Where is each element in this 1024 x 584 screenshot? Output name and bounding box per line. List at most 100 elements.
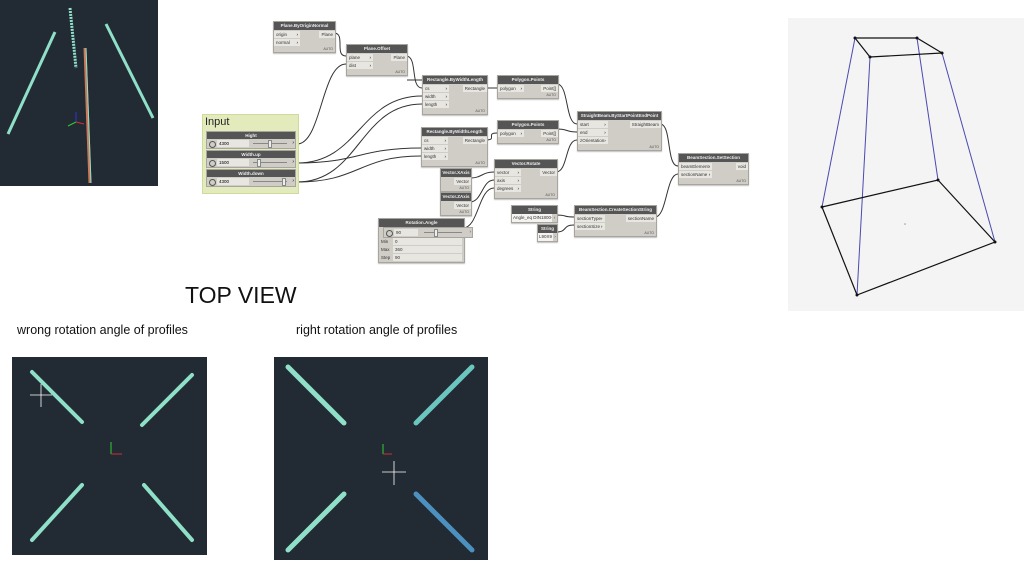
- step-input[interactable]: 90: [393, 254, 462, 261]
- input-port[interactable]: sectionType: [575, 215, 605, 222]
- node-title: Plane.Offset: [347, 45, 407, 53]
- input-port[interactable]: origin: [274, 31, 300, 38]
- input-port[interactable]: cs: [423, 85, 449, 92]
- output-port[interactable]: Vector: [454, 202, 471, 209]
- slider-width-down[interactable]: Width.down 4300 ›: [206, 169, 296, 187]
- axis-gizmo-icon: [382, 444, 392, 455]
- expand-icon[interactable]: [386, 229, 393, 237]
- lacing-label: AUTO: [736, 179, 746, 183]
- string-value[interactable]: L90X9: [538, 233, 553, 241]
- node-title: BeamSection.CreateSectionString: [575, 206, 656, 214]
- slider-value[interactable]: 4300: [217, 178, 249, 185]
- wire: [556, 128, 578, 133]
- input-port[interactable]: length: [422, 153, 448, 160]
- wire: [333, 32, 347, 57]
- slider-value[interactable]: 1500: [217, 159, 249, 166]
- expand-icon[interactable]: [209, 159, 216, 167]
- output-port[interactable]: Plane: [319, 31, 335, 38]
- viewport-3d-perspective[interactable]: [0, 0, 158, 186]
- node-beam[interactable]: StraightBeam.ByStartPointEndPointstarten…: [577, 111, 662, 151]
- node-rect1[interactable]: Rectangle.ByWidthLengthcswidthlengthRect…: [422, 75, 488, 115]
- input-port[interactable]: polygon: [498, 130, 524, 137]
- output-port[interactable]: StraightBeam: [629, 121, 661, 128]
- viewport-top-wrong[interactable]: [12, 357, 207, 555]
- output-port[interactable]: Point[]: [541, 130, 558, 137]
- input-port[interactable]: width: [422, 145, 448, 152]
- input-port[interactable]: zOrientation: [578, 137, 608, 144]
- expand-icon[interactable]: [209, 178, 216, 186]
- slider-value[interactable]: 4300: [217, 140, 249, 147]
- lacing-label: AUTO: [395, 70, 405, 74]
- output-port[interactable]: Vector: [540, 169, 557, 176]
- input-port[interactable]: plane: [347, 54, 373, 61]
- input-port[interactable]: vector: [495, 169, 521, 176]
- lacing-label: AUTO: [323, 47, 333, 51]
- input-port[interactable]: dist: [347, 62, 373, 69]
- node-title: Vector.ZAxis: [441, 193, 471, 201]
- string-value[interactable]: Angle_eq DIN1800-1: [512, 214, 552, 222]
- input-port[interactable]: degrees: [495, 185, 521, 192]
- node-title: Vector.Rotate: [495, 160, 557, 168]
- input-port[interactable]: beamElement: [679, 163, 713, 170]
- output-arrow-icon: ›: [469, 229, 472, 234]
- slider-width-up[interactable]: Width.up 1500 ›: [206, 150, 296, 168]
- node-setsection[interactable]: BeamSection.SetSectionbeamElementsection…: [678, 153, 749, 185]
- slider-thumb[interactable]: [257, 159, 262, 167]
- slider-thumb[interactable]: [268, 140, 273, 148]
- string-node-section-size[interactable]: String L90X9›: [537, 224, 558, 242]
- output-port[interactable]: Rectangle: [462, 137, 487, 144]
- output-port[interactable]: Plane: [391, 54, 407, 61]
- beams-perspective: [6, 7, 155, 184]
- lacing-label: AUTO: [546, 93, 556, 97]
- lacing-label: AUTO: [459, 186, 469, 190]
- input-port[interactable]: sectionSize: [575, 223, 605, 230]
- expand-icon[interactable]: [209, 140, 216, 148]
- slider-thumb[interactable]: [281, 178, 286, 186]
- input-port[interactable]: cs: [422, 137, 448, 144]
- input-port[interactable]: length: [423, 101, 449, 108]
- wire: [296, 147, 422, 164]
- input-port[interactable]: normal: [274, 39, 300, 46]
- input-port[interactable]: sectionName: [679, 171, 713, 178]
- node-poly2[interactable]: Polygon.PointspolygonPoint[]AUTO: [497, 120, 559, 144]
- output-port[interactable]: Point[]: [541, 85, 558, 92]
- node-plane-origin[interactable]: Plane.ByOriginNormaloriginnormalPlaneAUT…: [273, 21, 336, 53]
- input-port[interactable]: axis: [495, 177, 521, 184]
- node-rect2[interactable]: Rectangle.ByWidthLengthcswidthlengthRect…: [421, 127, 488, 167]
- wire: [296, 155, 422, 183]
- max-input[interactable]: 360: [393, 246, 462, 253]
- slider-track[interactable]: [253, 162, 287, 163]
- output-port[interactable]: void: [735, 163, 748, 170]
- axis-gizmo-icon: [110, 442, 122, 455]
- rotation-value[interactable]: 90: [394, 229, 418, 236]
- node-title: Polygon.Points: [498, 76, 558, 84]
- lacing-label: AUTO: [644, 231, 654, 235]
- node-rotate[interactable]: Vector.RotatevectoraxisdegreesVectorAUTO: [494, 159, 558, 199]
- input-port[interactable]: start: [578, 121, 608, 128]
- rotation-track[interactable]: [424, 232, 462, 233]
- min-input[interactable]: 0: [393, 238, 462, 245]
- wire: [296, 63, 347, 145]
- rotation-thumb[interactable]: [433, 229, 438, 237]
- input-port[interactable]: polygon: [498, 85, 524, 92]
- wire: [654, 173, 679, 218]
- viewport-top-right[interactable]: [274, 357, 488, 560]
- slider-hight[interactable]: Hight 4300 ›: [206, 131, 296, 149]
- output-port[interactable]: Vector: [454, 178, 471, 185]
- top-view-heading: TOP VIEW: [185, 282, 297, 308]
- output-port[interactable]: Rectangle: [462, 85, 487, 92]
- wire: [659, 123, 679, 167]
- input-port[interactable]: end: [578, 129, 608, 136]
- string-node-section-type[interactable]: String Angle_eq DIN1800-1›: [511, 205, 558, 223]
- viewport-3d-frame[interactable]: [788, 18, 1024, 311]
- wire: [485, 132, 498, 141]
- input-port[interactable]: width: [423, 93, 449, 100]
- slider-track[interactable]: [253, 181, 287, 182]
- output-port[interactable]: sectionName: [625, 215, 656, 222]
